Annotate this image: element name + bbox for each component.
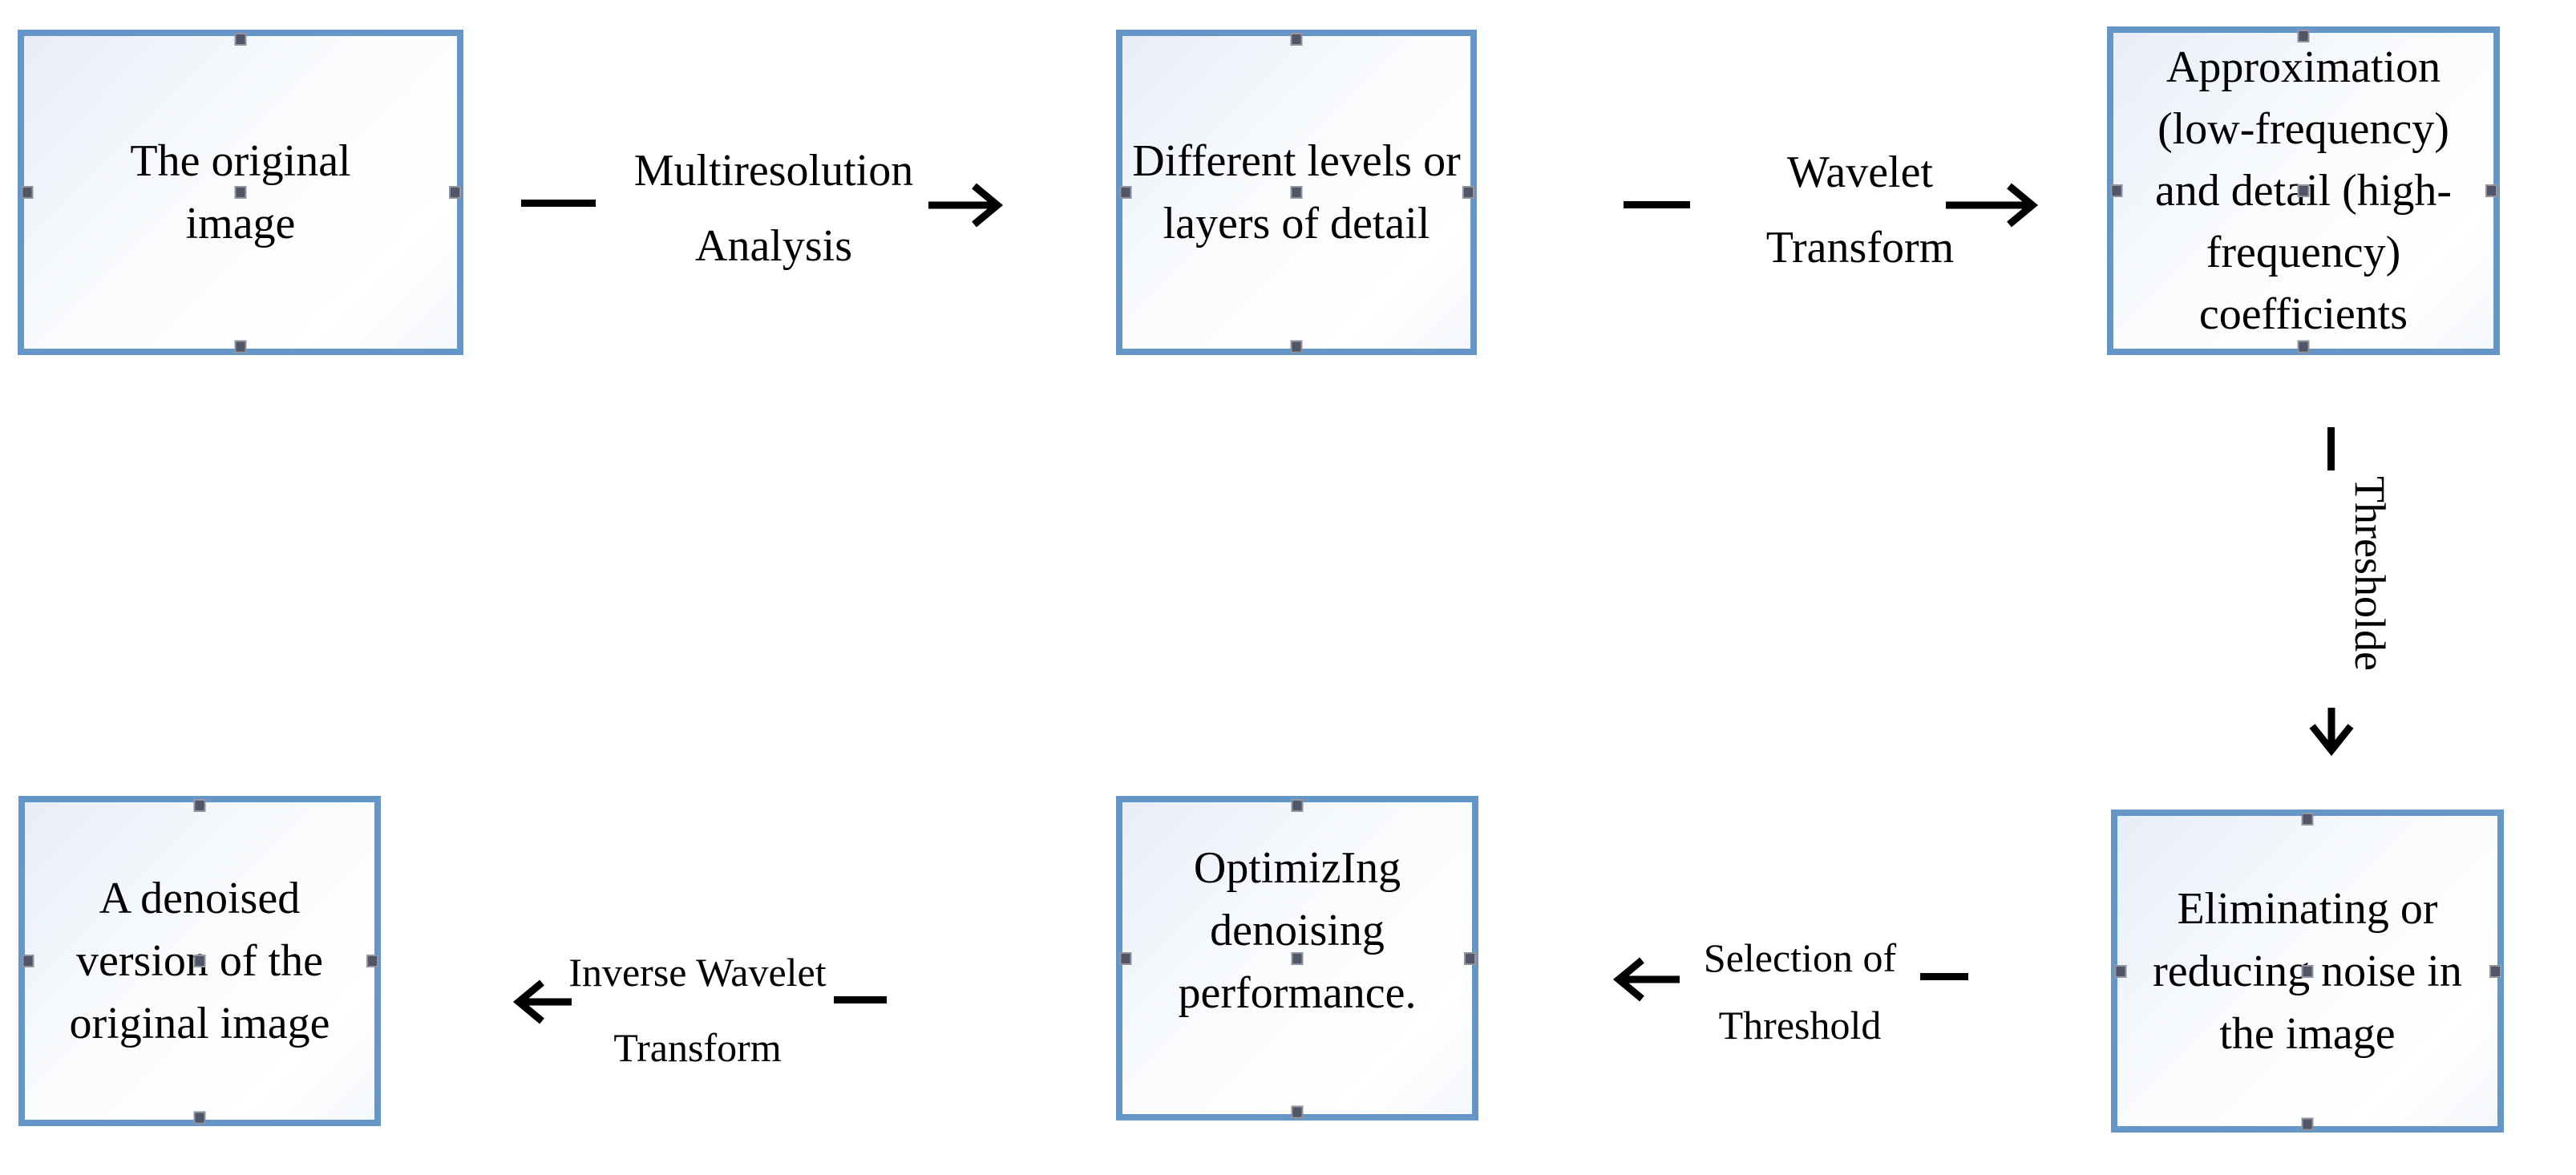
selection-handle-bottom[interactable]: [193, 1111, 206, 1125]
right-arrow-icon[interactable]: [1943, 180, 2039, 231]
connector-line-segment[interactable]: [521, 200, 596, 207]
flow-box-optimizing-denoising[interactable]: OptimizIng denoising performance.: [1116, 796, 1478, 1120]
flow-box-levels-of-detail[interactable]: Different levels or layers of detail: [1116, 30, 1477, 355]
selection-handle-left[interactable]: [1119, 951, 1132, 965]
selection-handle-top[interactable]: [2301, 813, 2314, 826]
selection-handle-right[interactable]: [1462, 186, 1474, 199]
box-label-optimizing-denoising: OptimizIng denoising performance.: [1178, 842, 1417, 1018]
selection-handle-left[interactable]: [2110, 184, 2123, 197]
selection-handle-center[interactable]: [234, 186, 247, 199]
selection-handle-top[interactable]: [234, 33, 247, 46]
connector-line-segment[interactable]: [834, 996, 887, 1003]
selection-handle-center[interactable]: [1291, 951, 1304, 965]
selection-handle-bottom[interactable]: [1291, 1105, 1304, 1119]
connector-label: Wavelet Transform: [1765, 147, 1955, 273]
connector-line-segment[interactable]: [1624, 201, 1690, 208]
selection-handle-right[interactable]: [449, 186, 461, 199]
selection-handle-right[interactable]: [366, 955, 378, 967]
selection-handle-center[interactable]: [2301, 964, 2314, 978]
selection-handle-bottom[interactable]: [2301, 1117, 2314, 1131]
selection-handle-left[interactable]: [21, 186, 34, 199]
selection-handle-center[interactable]: [193, 955, 206, 967]
left-arrow-icon[interactable]: [512, 976, 574, 1028]
flow-box-coefficients[interactable]: Approximation (low-frequency) and detail…: [2107, 26, 2500, 355]
box-label-denoised-version: A denoised version of the original image: [69, 874, 330, 1048]
selection-handle-right[interactable]: [2489, 964, 2501, 978]
selection-handle-left[interactable]: [1119, 186, 1132, 199]
connector-line-segment[interactable]: [1920, 973, 1968, 980]
flow-box-eliminating-noise[interactable]: Eliminating or reducing noise in the ima…: [2111, 810, 2504, 1133]
selection-handle-right[interactable]: [1464, 951, 1476, 965]
connector-label: Selection of Threshold: [1703, 935, 1897, 1048]
selection-handle-bottom[interactable]: [234, 340, 247, 353]
selection-handle-top[interactable]: [2297, 30, 2310, 42]
down-arrow-icon[interactable]: [2307, 705, 2356, 757]
selection-handle-right[interactable]: [2485, 184, 2497, 197]
connector-label: Thresholde: [2346, 476, 2394, 671]
selection-handle-left[interactable]: [2114, 964, 2127, 978]
connector-label: Multiresolution Analysis: [633, 146, 914, 271]
box-label-original-image: The original image: [130, 136, 351, 248]
selection-handle-bottom[interactable]: [2297, 340, 2310, 353]
flow-box-original-image[interactable]: The original image: [18, 30, 463, 355]
flow-box-denoised-version[interactable]: A denoised version of the original image: [18, 796, 381, 1126]
right-arrow-icon[interactable]: [926, 180, 1004, 231]
connector-line-segment[interactable]: [2327, 427, 2335, 470]
selection-handle-top[interactable]: [1290, 33, 1303, 46]
box-label-levels-of-detail: Different levels or layers of detail: [1132, 136, 1461, 248]
left-arrow-icon[interactable]: [1612, 954, 1682, 1005]
selection-handle-top[interactable]: [1291, 799, 1304, 812]
selection-handle-center[interactable]: [2297, 184, 2310, 197]
selection-handle-top[interactable]: [193, 799, 206, 812]
connector-label: Inverse Wavelet Transform: [568, 950, 827, 1070]
selection-handle-center[interactable]: [1290, 186, 1303, 199]
selection-handle-left[interactable]: [22, 955, 34, 967]
box-label-eliminating-noise: Eliminating or reducing noise in the ima…: [2153, 883, 2462, 1059]
selection-handle-bottom[interactable]: [1290, 340, 1303, 353]
box-label-coefficients: Approximation (low-frequency) and detail…: [2154, 42, 2453, 339]
